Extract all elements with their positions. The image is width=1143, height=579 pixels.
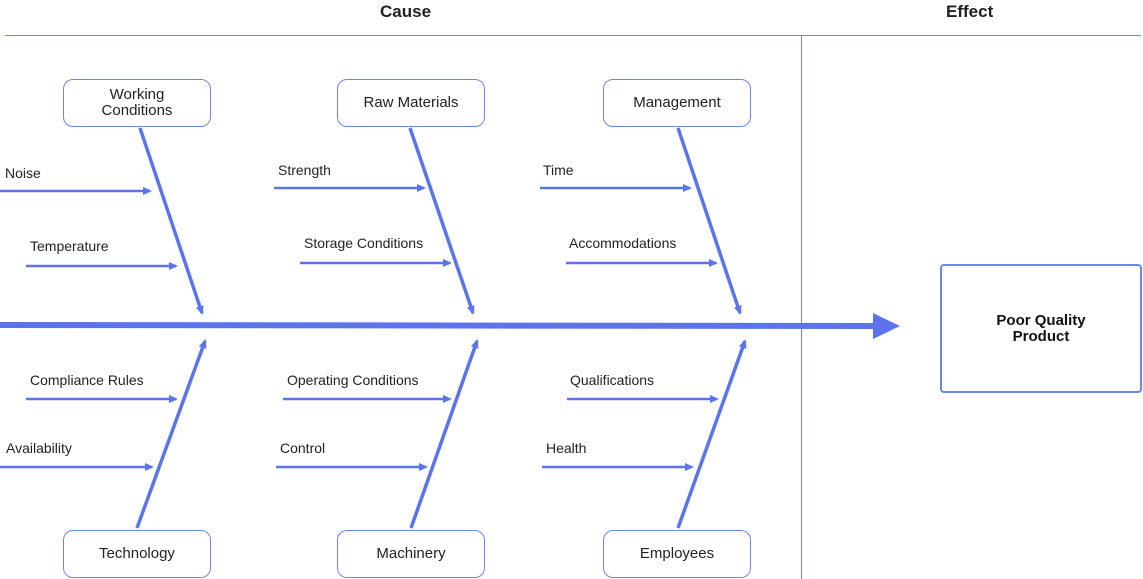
cause-label-qualifications: Qualifications (570, 372, 655, 388)
cause-label-strength: Strength (278, 162, 331, 178)
bone-technology (135, 339, 207, 529)
bone-working-conditions (138, 127, 204, 315)
category-working-conditions: Working Conditions (63, 79, 211, 127)
cause-label-time: Time (543, 162, 574, 178)
cause-label-accommodations: Accommodations (569, 235, 677, 251)
category-label: Management (633, 94, 721, 111)
bone-machinery (409, 339, 479, 529)
header-divider (5, 35, 1141, 36)
cause-label-storage-conditions: Storage Conditions (304, 235, 424, 251)
cause-label-temperature: Temperature (30, 238, 109, 254)
category-management: Management (603, 79, 751, 127)
category-employees: Employees (603, 530, 751, 578)
effect-box: Poor Quality Product (940, 264, 1142, 393)
cause-label-health: Health (546, 440, 587, 456)
category-raw-materials: Raw Materials (337, 79, 485, 127)
effect-header: Effect (946, 2, 994, 21)
effect-label: Poor Quality Product (996, 311, 1086, 345)
category-label: Working Conditions (101, 86, 173, 119)
category-technology: Technology (63, 530, 211, 578)
bone-management (676, 127, 742, 315)
category-label: Employees (639, 545, 715, 562)
cause-label-noise: Noise (5, 165, 41, 181)
cause-label-availability: Availability (6, 440, 72, 456)
cause-label-control: Control (280, 440, 326, 456)
category-label: Technology (99, 545, 175, 562)
category-label: Machinery (376, 545, 446, 562)
spine-arrow (0, 312, 900, 339)
cause-header: Cause (380, 2, 432, 21)
category-machinery: Machinery (337, 530, 485, 578)
bone-employees (676, 339, 747, 529)
cause-effect-divider (801, 35, 802, 579)
category-label: Raw Materials (363, 94, 459, 111)
cause-label-operating-conditions: Operating Conditions (287, 372, 419, 388)
bone-raw-materials (408, 127, 475, 315)
cause-label-compliance-rules: Compliance Rules (30, 372, 144, 388)
